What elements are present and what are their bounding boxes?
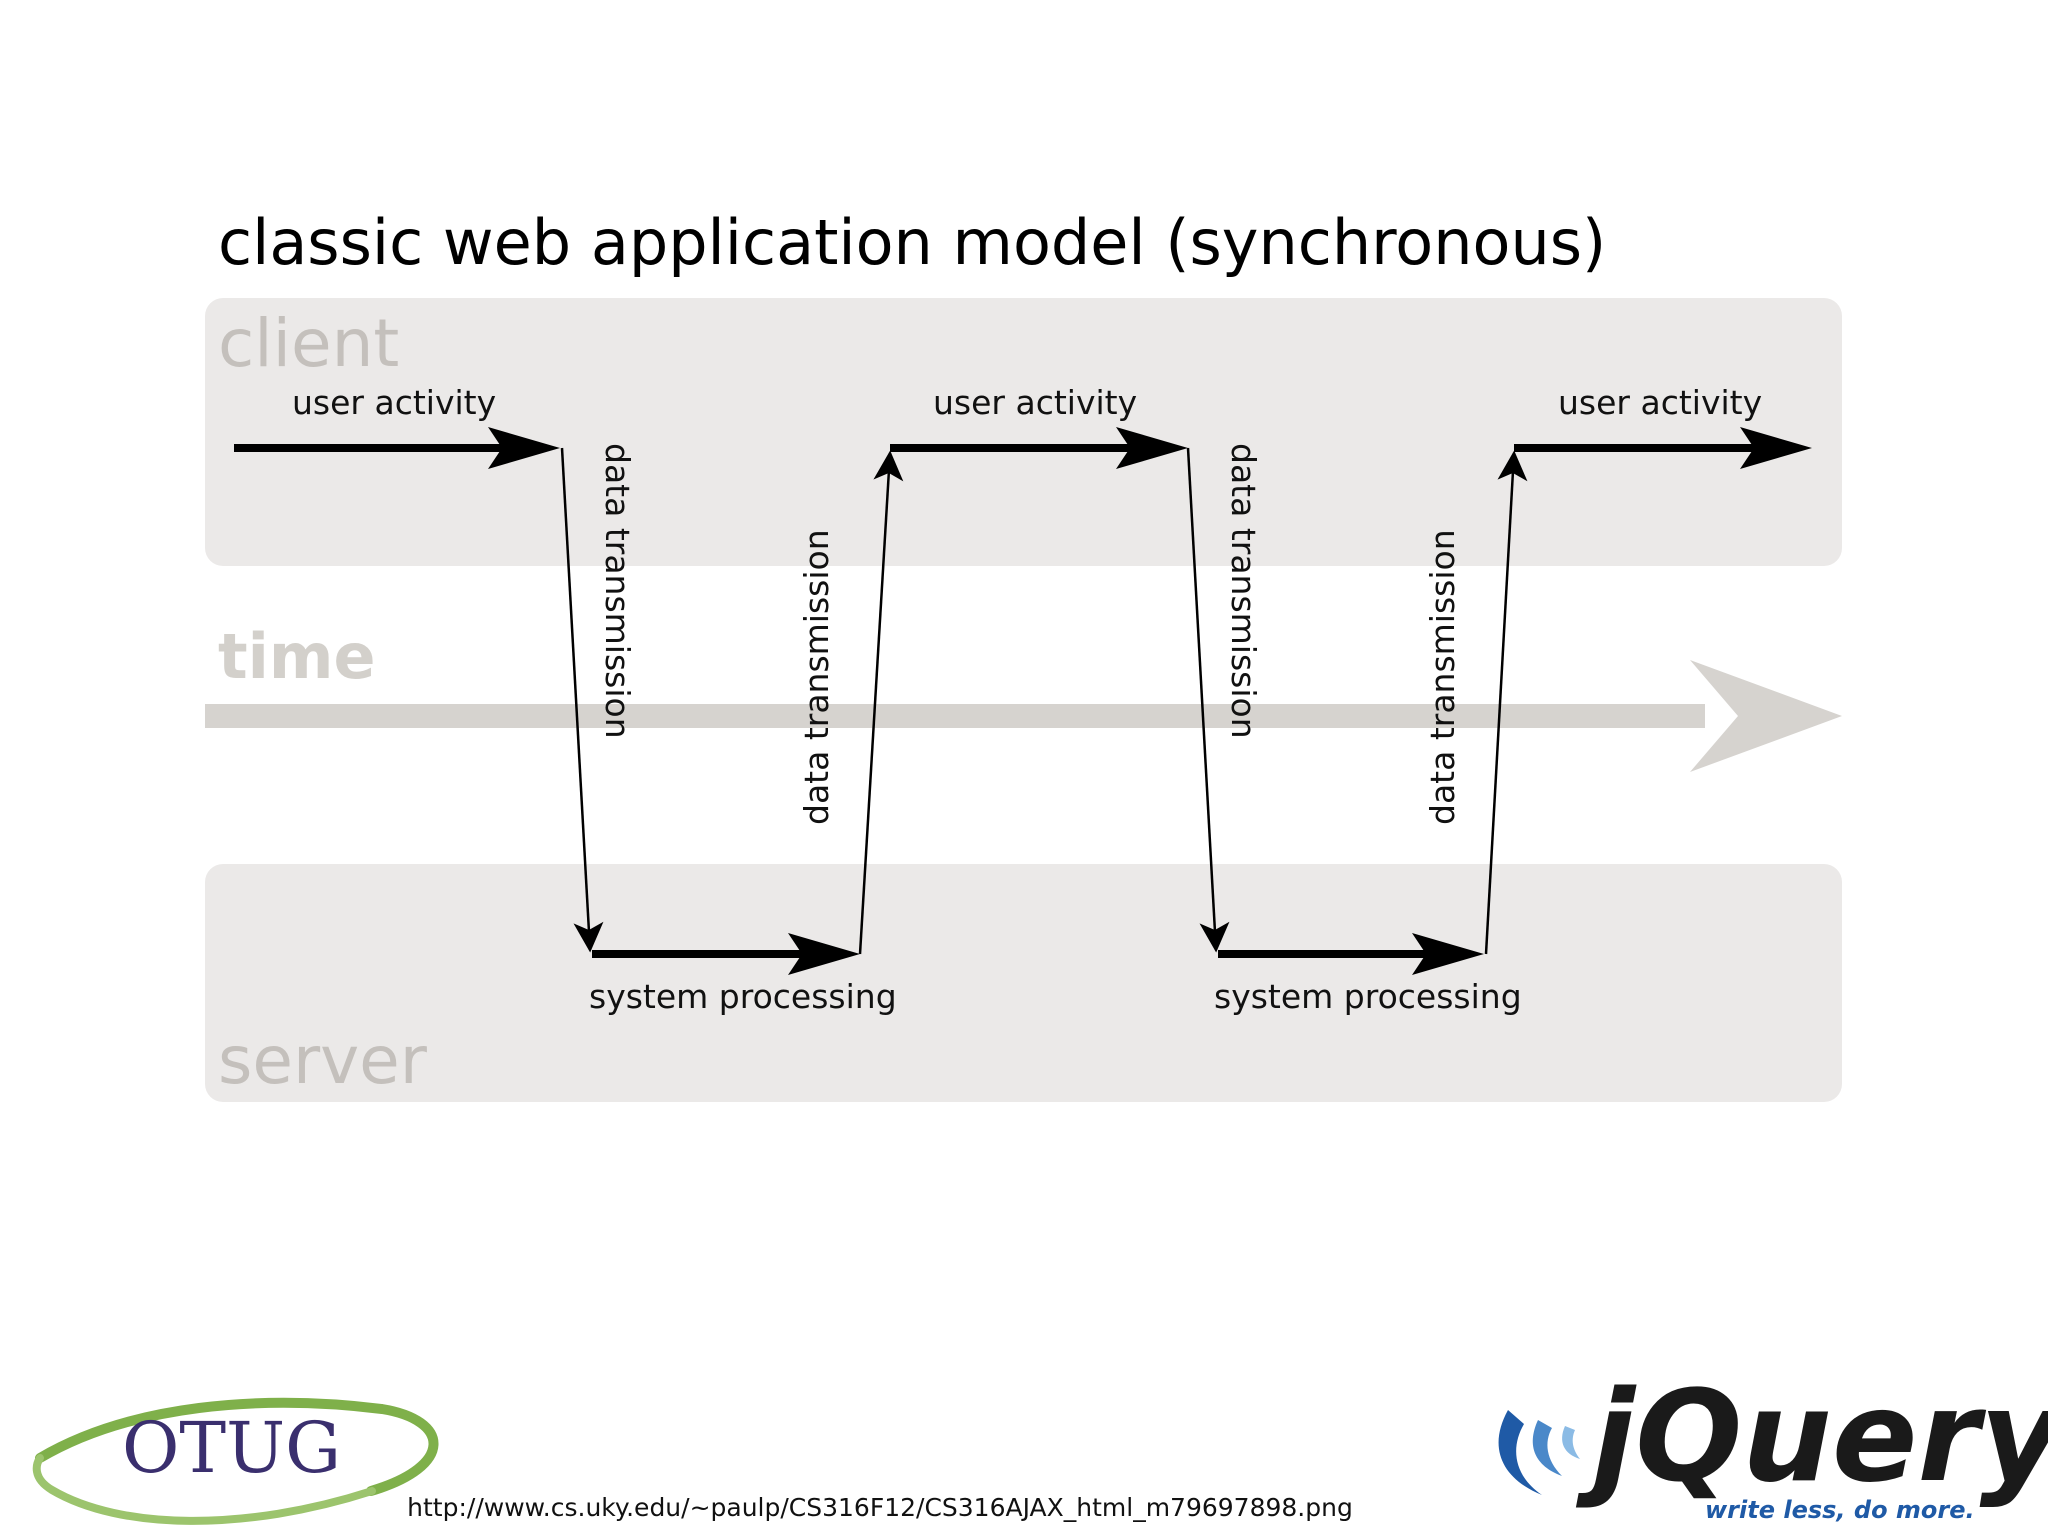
user-activity-label-3: user activity [1558, 383, 1762, 422]
otug-text: OTUG [122, 1407, 341, 1489]
time-arrowhead [1690, 660, 1842, 772]
diagram-title: classic web application model (synchrono… [218, 206, 1606, 279]
time-bar [205, 704, 1705, 728]
user-activity-arrowhead-3 [1740, 427, 1812, 469]
source-url: http://www.cs.uky.edu/~paulp/CS316F12/CS… [407, 1493, 1353, 1522]
client-lane [205, 298, 1842, 566]
jquery-wordmark: jQuery [1575, 1363, 2048, 1510]
time-label: time [218, 620, 376, 693]
data-transmission-label-4: data transmission [1423, 529, 1462, 825]
data-transmission-label-1: data transmission [598, 443, 637, 739]
data-transmission-arrow-3 [1186, 447, 1230, 953]
user-activity-label-1: user activity [292, 383, 496, 422]
server-lane [205, 864, 1842, 1102]
user-activity-arrowhead-1 [488, 427, 560, 469]
jquery-tagline: write less, do more. [1705, 1496, 1975, 1524]
user-activity-arrowhead-2 [1116, 427, 1188, 469]
data-transmission-label-3: data transmission [1224, 443, 1263, 739]
data-transmission-arrow-2 [858, 450, 904, 955]
user-activity-label-2: user activity [933, 383, 1137, 422]
system-processing-label-2: system processing [1214, 977, 1522, 1016]
data-transmission-arrow-4 [1484, 450, 1528, 955]
system-processing-arrowhead-2 [1412, 933, 1484, 975]
system-processing-arrowhead-1 [788, 933, 860, 975]
jquery-swirl-1 [1498, 1410, 1542, 1495]
jquery-swirl-2 [1532, 1420, 1562, 1476]
otug-logo: OTUG [32, 1397, 439, 1525]
server-lane-label: server [218, 1022, 428, 1099]
data-transmission-arrow-1 [560, 447, 604, 953]
jquery-logo: jQuery write less, do more. [1498, 1363, 2048, 1524]
client-lane-label: client [218, 305, 399, 382]
otug-swoosh-bottom [32, 1454, 376, 1525]
data-transmission-label-2: data transmission [797, 529, 836, 825]
system-processing-label-1: system processing [589, 977, 897, 1016]
otug-swoosh-top [35, 1397, 439, 1496]
jquery-swirl-3 [1562, 1426, 1580, 1459]
